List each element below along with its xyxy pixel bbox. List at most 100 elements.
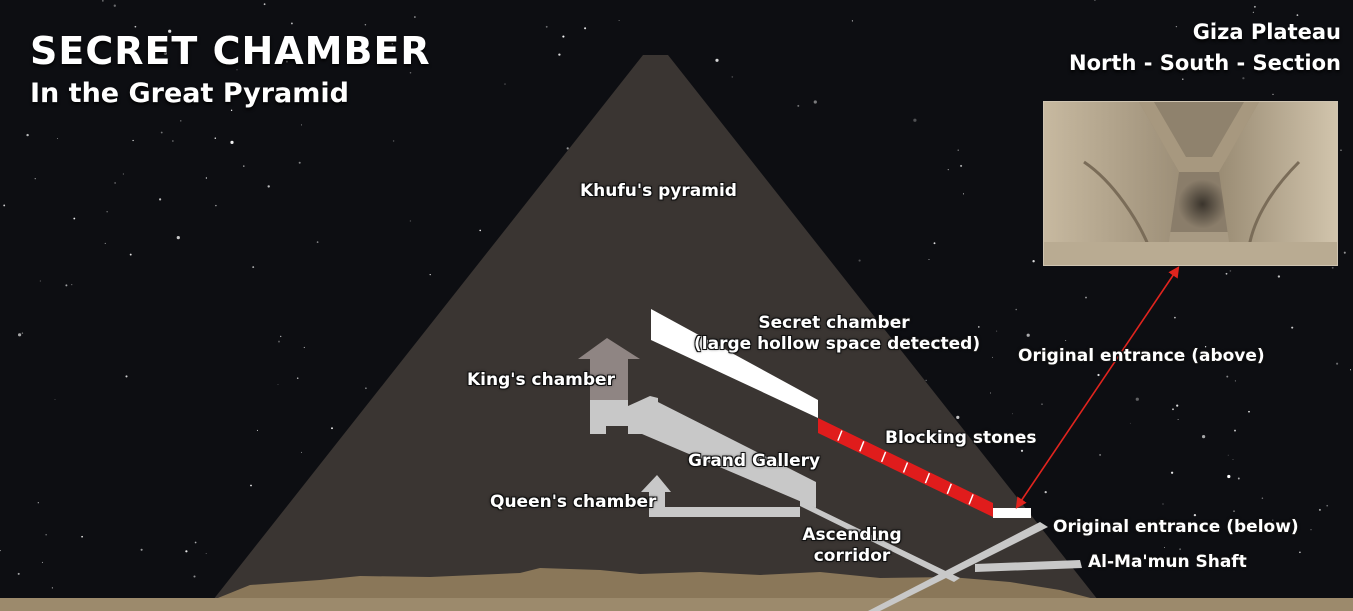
star — [49, 60, 52, 63]
star — [3, 204, 6, 207]
star — [172, 140, 174, 142]
star — [168, 29, 172, 33]
star — [214, 137, 217, 139]
star — [278, 340, 280, 343]
star — [1085, 296, 1087, 299]
star — [1226, 375, 1229, 378]
star — [256, 429, 258, 431]
blocking-stone-divider — [859, 441, 865, 452]
star — [37, 502, 39, 504]
star — [159, 198, 162, 201]
star — [18, 333, 22, 337]
star — [1164, 546, 1165, 548]
label-original-entrance-below: Original entrance (below) — [1053, 517, 1299, 537]
star — [392, 140, 395, 142]
original-entrance — [993, 508, 1031, 518]
star — [947, 168, 949, 171]
star — [584, 27, 587, 30]
star — [1135, 397, 1139, 401]
star — [365, 387, 367, 390]
star — [1182, 78, 1184, 80]
star — [1272, 93, 1274, 96]
label-blocking-stones: Blocking stones — [885, 428, 1037, 448]
label-secret-chamber-line-1: Secret chamber — [758, 313, 910, 333]
label-grand-gallery: Grand Gallery — [688, 451, 821, 471]
star — [1272, 519, 1274, 521]
star — [414, 16, 416, 18]
rubble-base — [213, 568, 1098, 600]
star — [205, 553, 207, 554]
star — [1234, 380, 1236, 382]
star — [1044, 490, 1047, 494]
star — [163, 51, 167, 55]
chamber-interior-illustration — [1044, 102, 1337, 265]
star — [180, 120, 182, 122]
page-title: SECRET CHAMBER — [30, 29, 431, 73]
star — [1248, 410, 1250, 413]
right-stone-edge — [1247, 160, 1301, 248]
star — [236, 69, 238, 71]
star — [252, 266, 255, 269]
star — [618, 20, 620, 22]
star — [1318, 508, 1321, 511]
star — [316, 241, 319, 243]
star — [1193, 513, 1197, 517]
star — [176, 236, 180, 240]
star — [545, 25, 548, 28]
star — [45, 534, 47, 536]
star — [1202, 435, 1206, 439]
blocking-stone-divider — [880, 451, 887, 463]
grand-gallery — [642, 398, 816, 508]
blocking-stone-divider — [837, 430, 843, 441]
star — [125, 375, 128, 378]
label-ascending-line-1: Ascending — [802, 525, 902, 545]
star — [134, 25, 137, 28]
passage-system — [578, 338, 1082, 611]
star — [1233, 510, 1235, 512]
king-chamber — [590, 396, 658, 434]
location-line-1: Giza Plateau — [1192, 20, 1341, 44]
star — [51, 587, 54, 589]
right-wall — [1219, 102, 1337, 242]
star — [1176, 404, 1179, 407]
star — [1174, 316, 1176, 319]
star — [992, 356, 994, 358]
star — [26, 133, 29, 137]
star — [1162, 503, 1164, 505]
star — [193, 575, 196, 578]
chamber-interior-photo — [1043, 101, 1338, 266]
star — [996, 330, 998, 332]
star — [250, 484, 252, 487]
star — [962, 193, 965, 195]
star — [479, 229, 482, 232]
star — [1277, 275, 1281, 278]
star — [925, 379, 927, 381]
page-subtitle: In the Great Pyramid — [30, 78, 349, 109]
star — [1094, 0, 1096, 1]
star — [34, 178, 36, 180]
star — [960, 164, 963, 167]
star — [298, 161, 301, 164]
label-original-entrance-above: Original entrance (above) — [1018, 346, 1265, 366]
star — [230, 109, 233, 111]
star — [1020, 449, 1024, 452]
location-line-2: North - South - Section — [1069, 51, 1341, 75]
star — [1340, 149, 1342, 151]
star — [956, 415, 960, 419]
star — [1204, 346, 1207, 348]
star — [243, 165, 245, 167]
star — [1179, 548, 1182, 551]
left-wall — [1044, 102, 1179, 242]
star — [429, 274, 431, 276]
star — [1225, 272, 1228, 275]
star — [1032, 260, 1035, 263]
star — [114, 182, 116, 184]
star — [1294, 522, 1298, 527]
star — [977, 326, 980, 328]
star — [71, 284, 73, 286]
star — [1015, 308, 1017, 311]
star — [215, 204, 217, 207]
star — [957, 149, 959, 151]
star — [300, 124, 302, 126]
star — [1296, 14, 1299, 16]
